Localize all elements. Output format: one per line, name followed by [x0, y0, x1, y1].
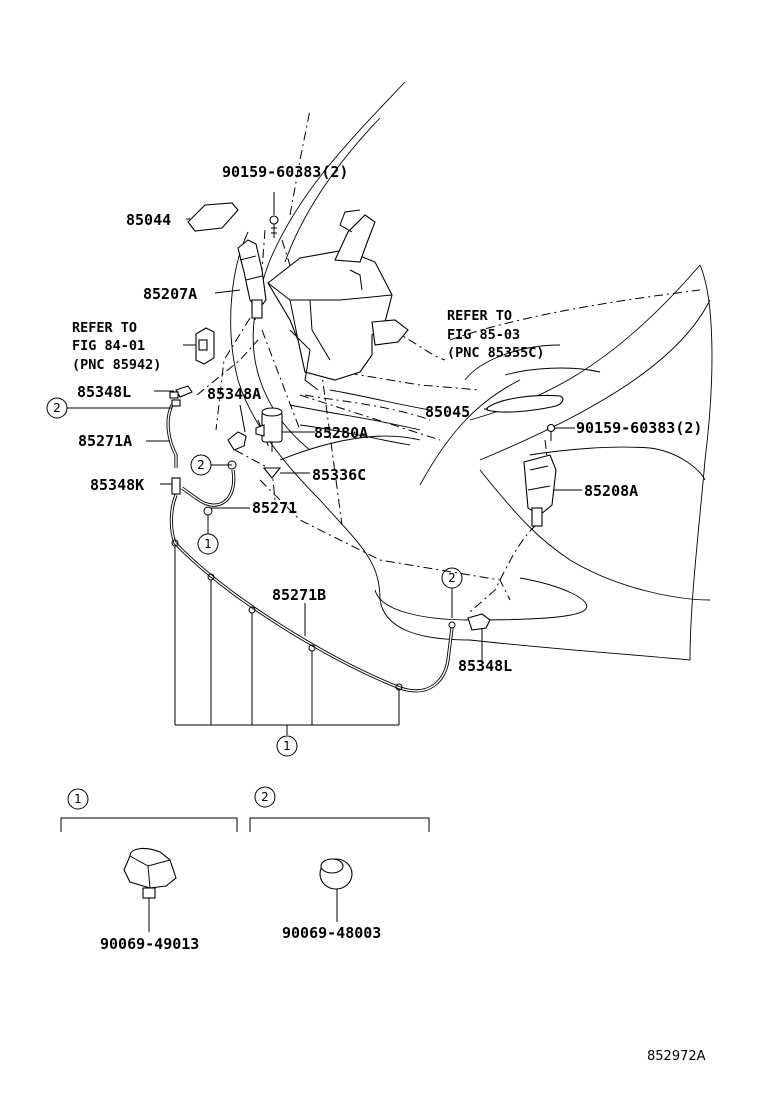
joint-85348a-shape — [227, 404, 247, 451]
label-clamp2-part: 90069-48003 — [282, 924, 381, 942]
hose-85271-shape — [181, 469, 250, 509]
hose-85271a-shape — [146, 399, 181, 468]
svg-text:1: 1 — [283, 739, 291, 753]
svg-text:2: 2 — [197, 458, 205, 472]
clamp-grouping-bracket — [174, 546, 400, 735]
label-85207a: 85207A — [143, 285, 197, 303]
valve-85348k-shape — [160, 477, 181, 495]
label-85348l-bottom: 85348L — [458, 657, 512, 675]
label-85045: 85045 — [425, 403, 470, 421]
label-85271a: 85271A — [78, 432, 132, 450]
washer-tank — [267, 209, 409, 391]
label-bolt-right: 90159-60383(2) — [576, 419, 702, 437]
label-refer-right-3: (PNC 85355C) — [447, 345, 545, 361]
label-refer-left-2: FIG 84-01 — [72, 338, 145, 354]
valve-85348l-top-shape — [154, 385, 193, 399]
svg-text:1: 1 — [74, 792, 82, 806]
svg-text:2: 2 — [53, 401, 61, 415]
label-85336c: 85336C — [312, 466, 366, 484]
pump-85280a-shape — [255, 407, 315, 452]
label-85348a: 85348A — [207, 385, 261, 403]
label-85271: 85271 — [252, 499, 297, 517]
callout-2-b: 2 — [190, 454, 237, 476]
callout-2-c: 2 — [441, 567, 463, 589]
label-85348l-top: 85348L — [77, 383, 131, 401]
label-refer-right-2: FIG 85-03 — [447, 327, 520, 343]
label-85044: 85044 — [126, 211, 171, 229]
legend-clamp-1: 1 90069-49013 — [60, 788, 238, 953]
svg-text:1: 1 — [204, 537, 212, 551]
bolt-right-icon — [546, 423, 575, 441]
label-clamp1-part: 90069-49013 — [100, 935, 199, 953]
callout-1-a: 1 — [197, 506, 219, 555]
nozzle-85208a-shape — [523, 454, 582, 527]
vehicle-body-outline — [230, 81, 713, 661]
cap-85044-shape — [187, 202, 239, 232]
svg-text:2: 2 — [448, 571, 456, 585]
label-85271b: 85271B — [272, 586, 326, 604]
callout-2-a: 2 — [46, 397, 172, 419]
valve-85348l-bottom-shape — [448, 588, 491, 664]
cap-85045-shape — [484, 395, 564, 413]
left-module-shape — [183, 327, 215, 365]
callout-1-b: 1 — [276, 735, 298, 757]
label-refer-right-1: REFER TO — [447, 308, 512, 324]
reference-dash-lines — [196, 109, 701, 613]
label-bolt-top: 90159-60383(2) — [222, 163, 348, 181]
legend-clamp-2: 2 90069-48003 — [249, 786, 430, 942]
label-85208a: 85208A — [584, 482, 638, 500]
figure-code: 852972A — [647, 1049, 706, 1064]
svg-text:2: 2 — [261, 790, 269, 804]
label-85280a: 85280A — [314, 424, 368, 442]
nozzle-85207a-shape — [214, 239, 267, 319]
label-refer-left-1: REFER TO — [72, 320, 137, 336]
grommet-85336c-shape — [262, 467, 310, 479]
label-85348k: 85348K — [90, 476, 144, 494]
bolt-top-icon — [269, 192, 279, 238]
label-refer-left-3: (PNC 85942) — [72, 357, 161, 373]
